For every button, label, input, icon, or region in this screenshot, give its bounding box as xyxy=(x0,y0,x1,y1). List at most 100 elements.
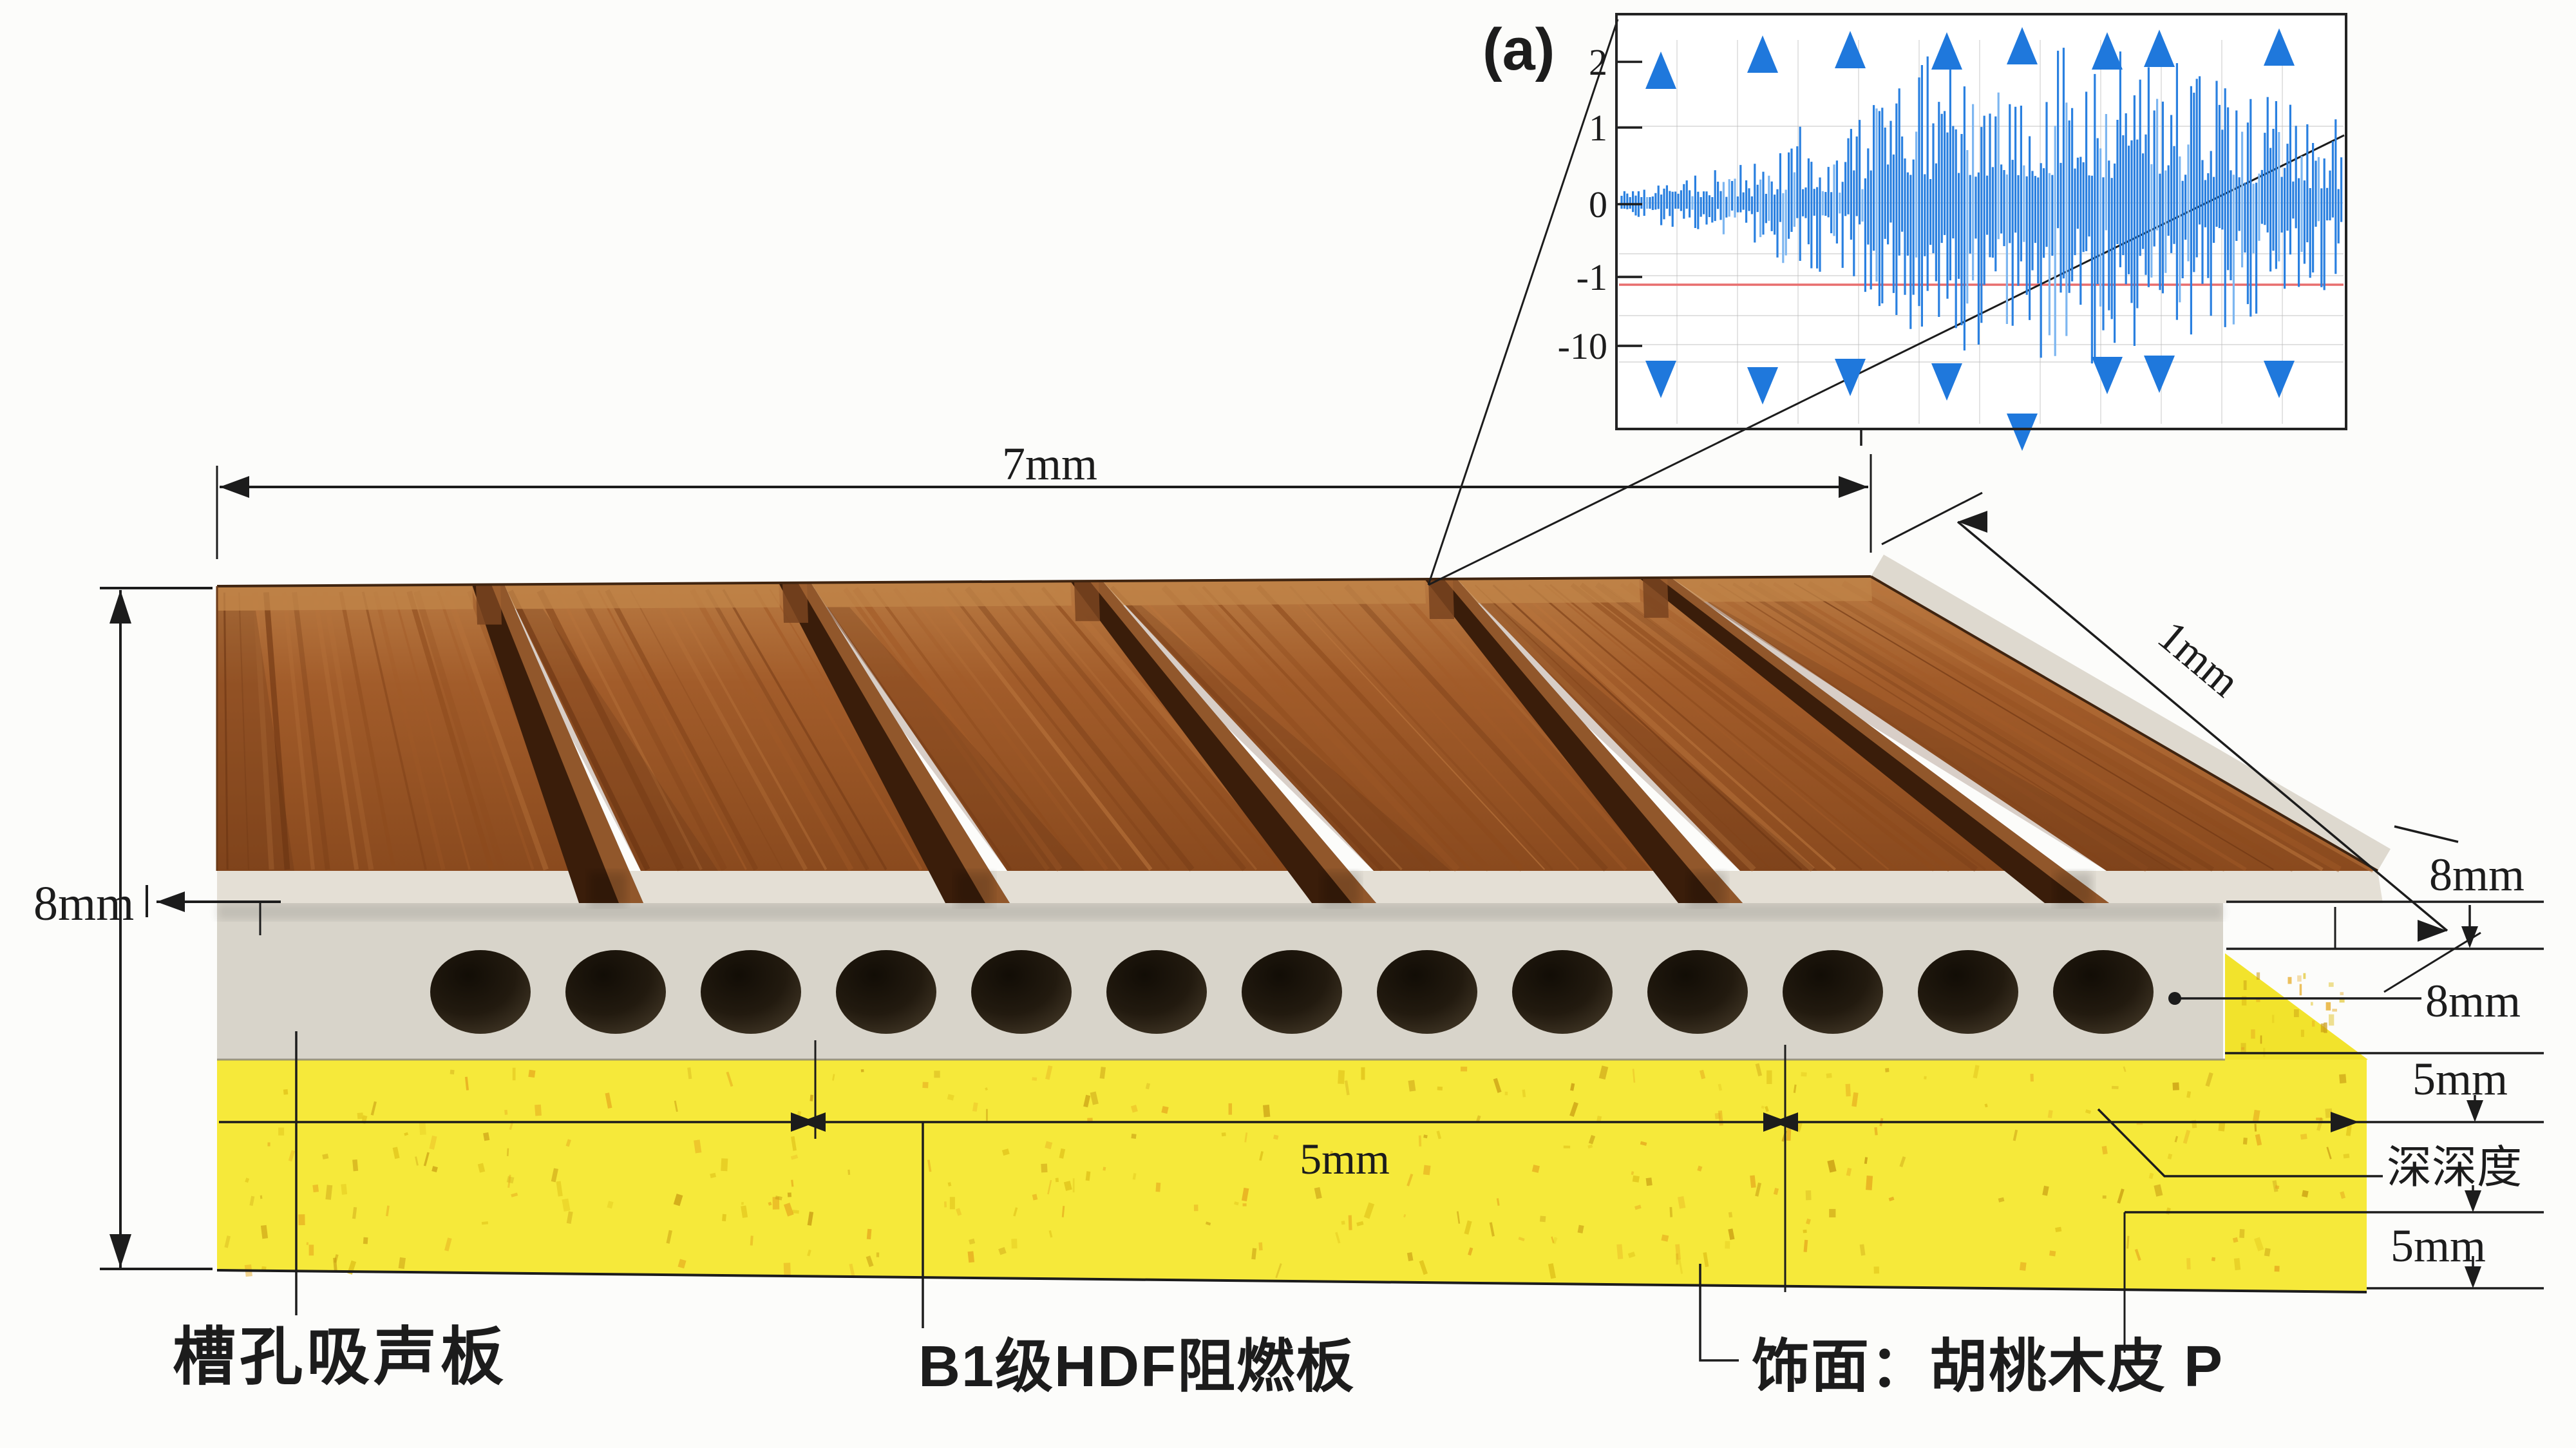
speckle xyxy=(1406,1252,1414,1261)
wood-grain xyxy=(1221,585,1491,872)
speckle xyxy=(2320,1023,2325,1033)
speckle xyxy=(943,1201,947,1208)
speckle xyxy=(2316,1118,2324,1131)
speckle xyxy=(308,1244,314,1256)
wood-slat-layer xyxy=(216,555,2391,906)
speckle xyxy=(1645,1177,1653,1186)
wood-grain xyxy=(1732,582,2192,872)
speckle xyxy=(1011,1239,1018,1249)
wood-grain xyxy=(930,587,1153,871)
speckle xyxy=(2302,1190,2309,1197)
wood-grain xyxy=(1772,582,2247,872)
right-corner-tick xyxy=(2394,825,2459,843)
speckle xyxy=(1703,1252,1709,1268)
speckle xyxy=(1755,1182,1762,1197)
speckle xyxy=(2339,998,2345,1003)
wood-grain xyxy=(444,590,549,871)
groove-back-wall xyxy=(1428,579,1454,620)
slat-side-shade xyxy=(811,607,1084,871)
speckle xyxy=(1632,1069,1636,1083)
speckle xyxy=(2047,1110,2053,1119)
speckle xyxy=(511,1192,518,1197)
speckle xyxy=(969,1238,976,1245)
inset-chart xyxy=(1427,13,2347,586)
speckle xyxy=(2030,1073,2034,1082)
speckle xyxy=(1131,1133,1137,1139)
speckle xyxy=(721,1158,728,1172)
speckle xyxy=(2255,1134,2262,1146)
speckle xyxy=(1273,1134,1279,1140)
wood-grain xyxy=(1475,584,1772,870)
speckle xyxy=(998,1246,1007,1255)
wood-grain xyxy=(1131,586,1403,871)
speckle xyxy=(224,1235,231,1248)
speckle xyxy=(423,1152,430,1167)
speckle xyxy=(1531,1165,1540,1173)
speckle xyxy=(956,1208,962,1216)
speckle xyxy=(1041,1163,1048,1173)
speckle xyxy=(1801,1072,1807,1077)
speckle xyxy=(481,1221,489,1225)
speckle xyxy=(722,1214,726,1221)
wood-grain xyxy=(1549,584,1899,871)
speckle xyxy=(1475,1115,1481,1123)
wood-grain xyxy=(722,589,887,870)
speckle xyxy=(2275,1185,2280,1190)
speckle xyxy=(1061,1206,1065,1217)
speckle xyxy=(2049,1250,2056,1257)
speckle xyxy=(288,1150,296,1162)
groove-side-wall xyxy=(491,584,643,903)
wood-grain xyxy=(1794,582,2274,870)
speckle xyxy=(386,1205,390,1217)
speckle xyxy=(1228,1103,1233,1115)
speckle xyxy=(1242,1203,1247,1206)
wood-grain xyxy=(361,591,427,870)
wood-grain xyxy=(964,586,1195,872)
depth-leader xyxy=(2097,1108,2383,1177)
wood-grain xyxy=(853,587,1063,872)
speckle xyxy=(2303,973,2306,979)
speckle xyxy=(357,1112,364,1119)
speckle xyxy=(1899,1156,1906,1168)
speckle xyxy=(2241,996,2247,1006)
speckle xyxy=(260,1224,269,1239)
wood-grain xyxy=(689,588,854,872)
wood-grain xyxy=(373,591,446,870)
speckle xyxy=(710,1172,717,1179)
speckle xyxy=(1518,1237,1525,1242)
speckle xyxy=(267,1142,270,1147)
speckle xyxy=(866,1255,874,1268)
dim-right-0-label: 8mm xyxy=(2429,849,2524,900)
speckle xyxy=(2272,1180,2278,1192)
wood-grain xyxy=(576,589,728,872)
label-veneer: 饰面：胡桃木皮 P xyxy=(1752,1335,2224,1399)
dim-top-width-label: 7mm xyxy=(1002,438,1097,490)
wood-grain xyxy=(1281,586,1546,870)
speckle xyxy=(1539,1215,1546,1223)
speckle xyxy=(2126,1235,2130,1249)
speckle xyxy=(2339,1074,2347,1084)
speckle xyxy=(1059,1148,1066,1159)
speckle xyxy=(2340,992,2344,995)
speckle xyxy=(1348,1215,1352,1230)
groove-side-wall xyxy=(798,582,1010,903)
speckle xyxy=(673,1194,683,1206)
speckle xyxy=(1786,1126,1792,1141)
groove-side-wall xyxy=(1658,578,2109,903)
speckle xyxy=(562,1198,571,1212)
speckle xyxy=(2256,998,2260,1002)
speckle xyxy=(1803,1239,1808,1252)
wood-grain xyxy=(1041,586,1283,871)
wave-arrow-head xyxy=(2092,32,2123,70)
dim-left-arrow xyxy=(109,1234,131,1268)
speckle xyxy=(2134,1248,2141,1261)
slat-top-bevel xyxy=(504,582,780,609)
dim-right-2-label: 5mm xyxy=(2412,1053,2508,1105)
speckle xyxy=(985,1087,988,1091)
speckle xyxy=(2012,1129,2018,1141)
speckle xyxy=(2325,1108,2333,1118)
speckle xyxy=(694,1139,702,1154)
speckle xyxy=(2233,1258,2241,1271)
groove-side-wall xyxy=(1090,581,1376,903)
